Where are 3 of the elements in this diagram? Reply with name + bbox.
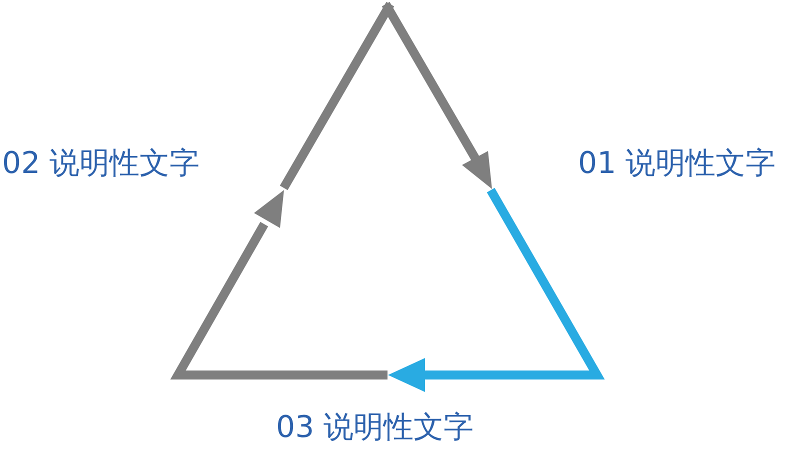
description-text: 01 说明性文字 xyxy=(578,146,776,182)
description-text: 03 说明性文字 xyxy=(276,410,474,446)
description-text: 02 说明性文字 xyxy=(2,146,200,182)
